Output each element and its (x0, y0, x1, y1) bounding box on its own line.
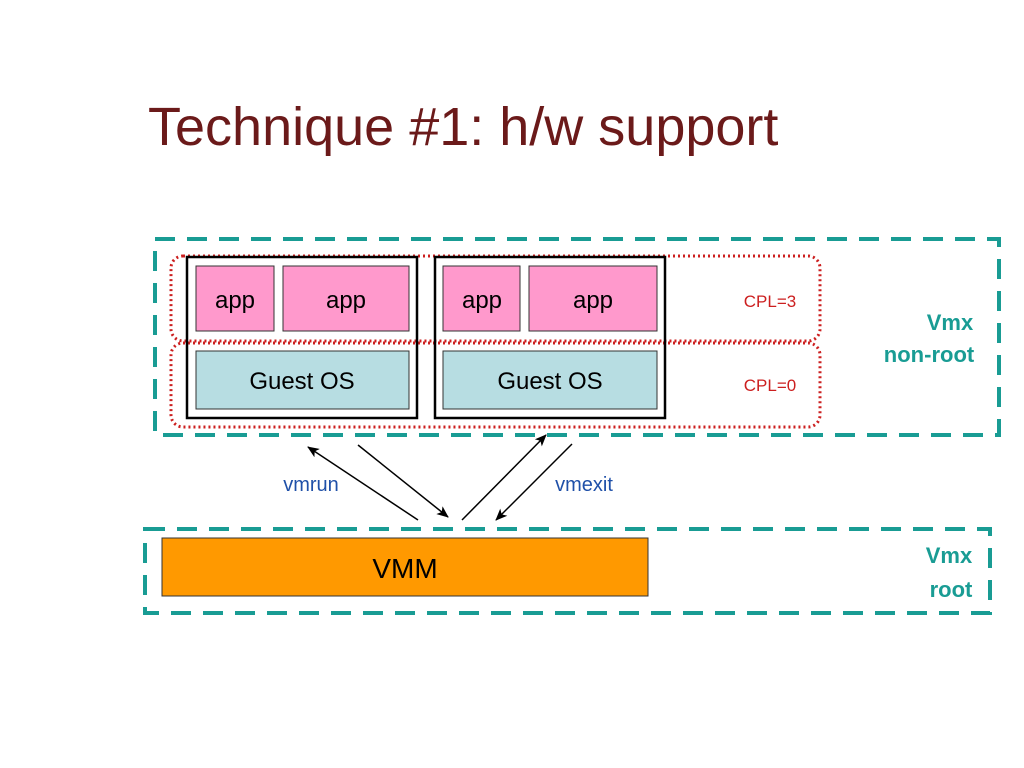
vmexit-label: vmexit (555, 474, 613, 496)
cpl3-label: CPL=3 (744, 292, 796, 311)
guest-os-label: Guest OS (249, 368, 354, 395)
app-box (282, 265, 410, 332)
vmm-label: VMM (372, 553, 437, 584)
vmx-root-label-line2: root (930, 577, 973, 602)
cpl3-region (169, 254, 822, 343)
cpl0-label: CPL=0 (744, 376, 796, 395)
app-label: app (215, 287, 255, 314)
guest-vm-1 (185, 255, 419, 420)
guest-os-box (442, 350, 658, 410)
app-label: app (573, 287, 613, 314)
vmx-nonroot-region (153, 237, 1001, 437)
vmexit-arrow (461, 434, 547, 521)
vmx-root-label-line1: Vmx (926, 543, 973, 568)
guest-os-box (195, 350, 410, 410)
app-box (528, 265, 658, 332)
guest-vm-2 (433, 255, 667, 420)
root-label-bg (914, 540, 984, 606)
vmexit-arrow (495, 443, 573, 521)
slide-title: Technique #1: h/w support (148, 97, 779, 157)
vmrun-arrow (307, 446, 419, 521)
app-box (195, 265, 275, 332)
vmx-root-region (143, 527, 992, 615)
vmx-nonroot-label-line1: Vmx (927, 310, 974, 335)
vmx-nonroot-label-line2: non-root (884, 342, 975, 367)
vmm-box (161, 537, 649, 597)
guest-os-label: Guest OS (497, 368, 602, 395)
cpl0-region (169, 341, 822, 429)
nonroot-label-bg (868, 305, 990, 367)
app-box (442, 265, 521, 332)
app-label: app (326, 287, 366, 314)
app-label: app (462, 287, 502, 314)
vmrun-arrow (357, 444, 449, 518)
vmrun-label: vmrun (283, 474, 339, 496)
